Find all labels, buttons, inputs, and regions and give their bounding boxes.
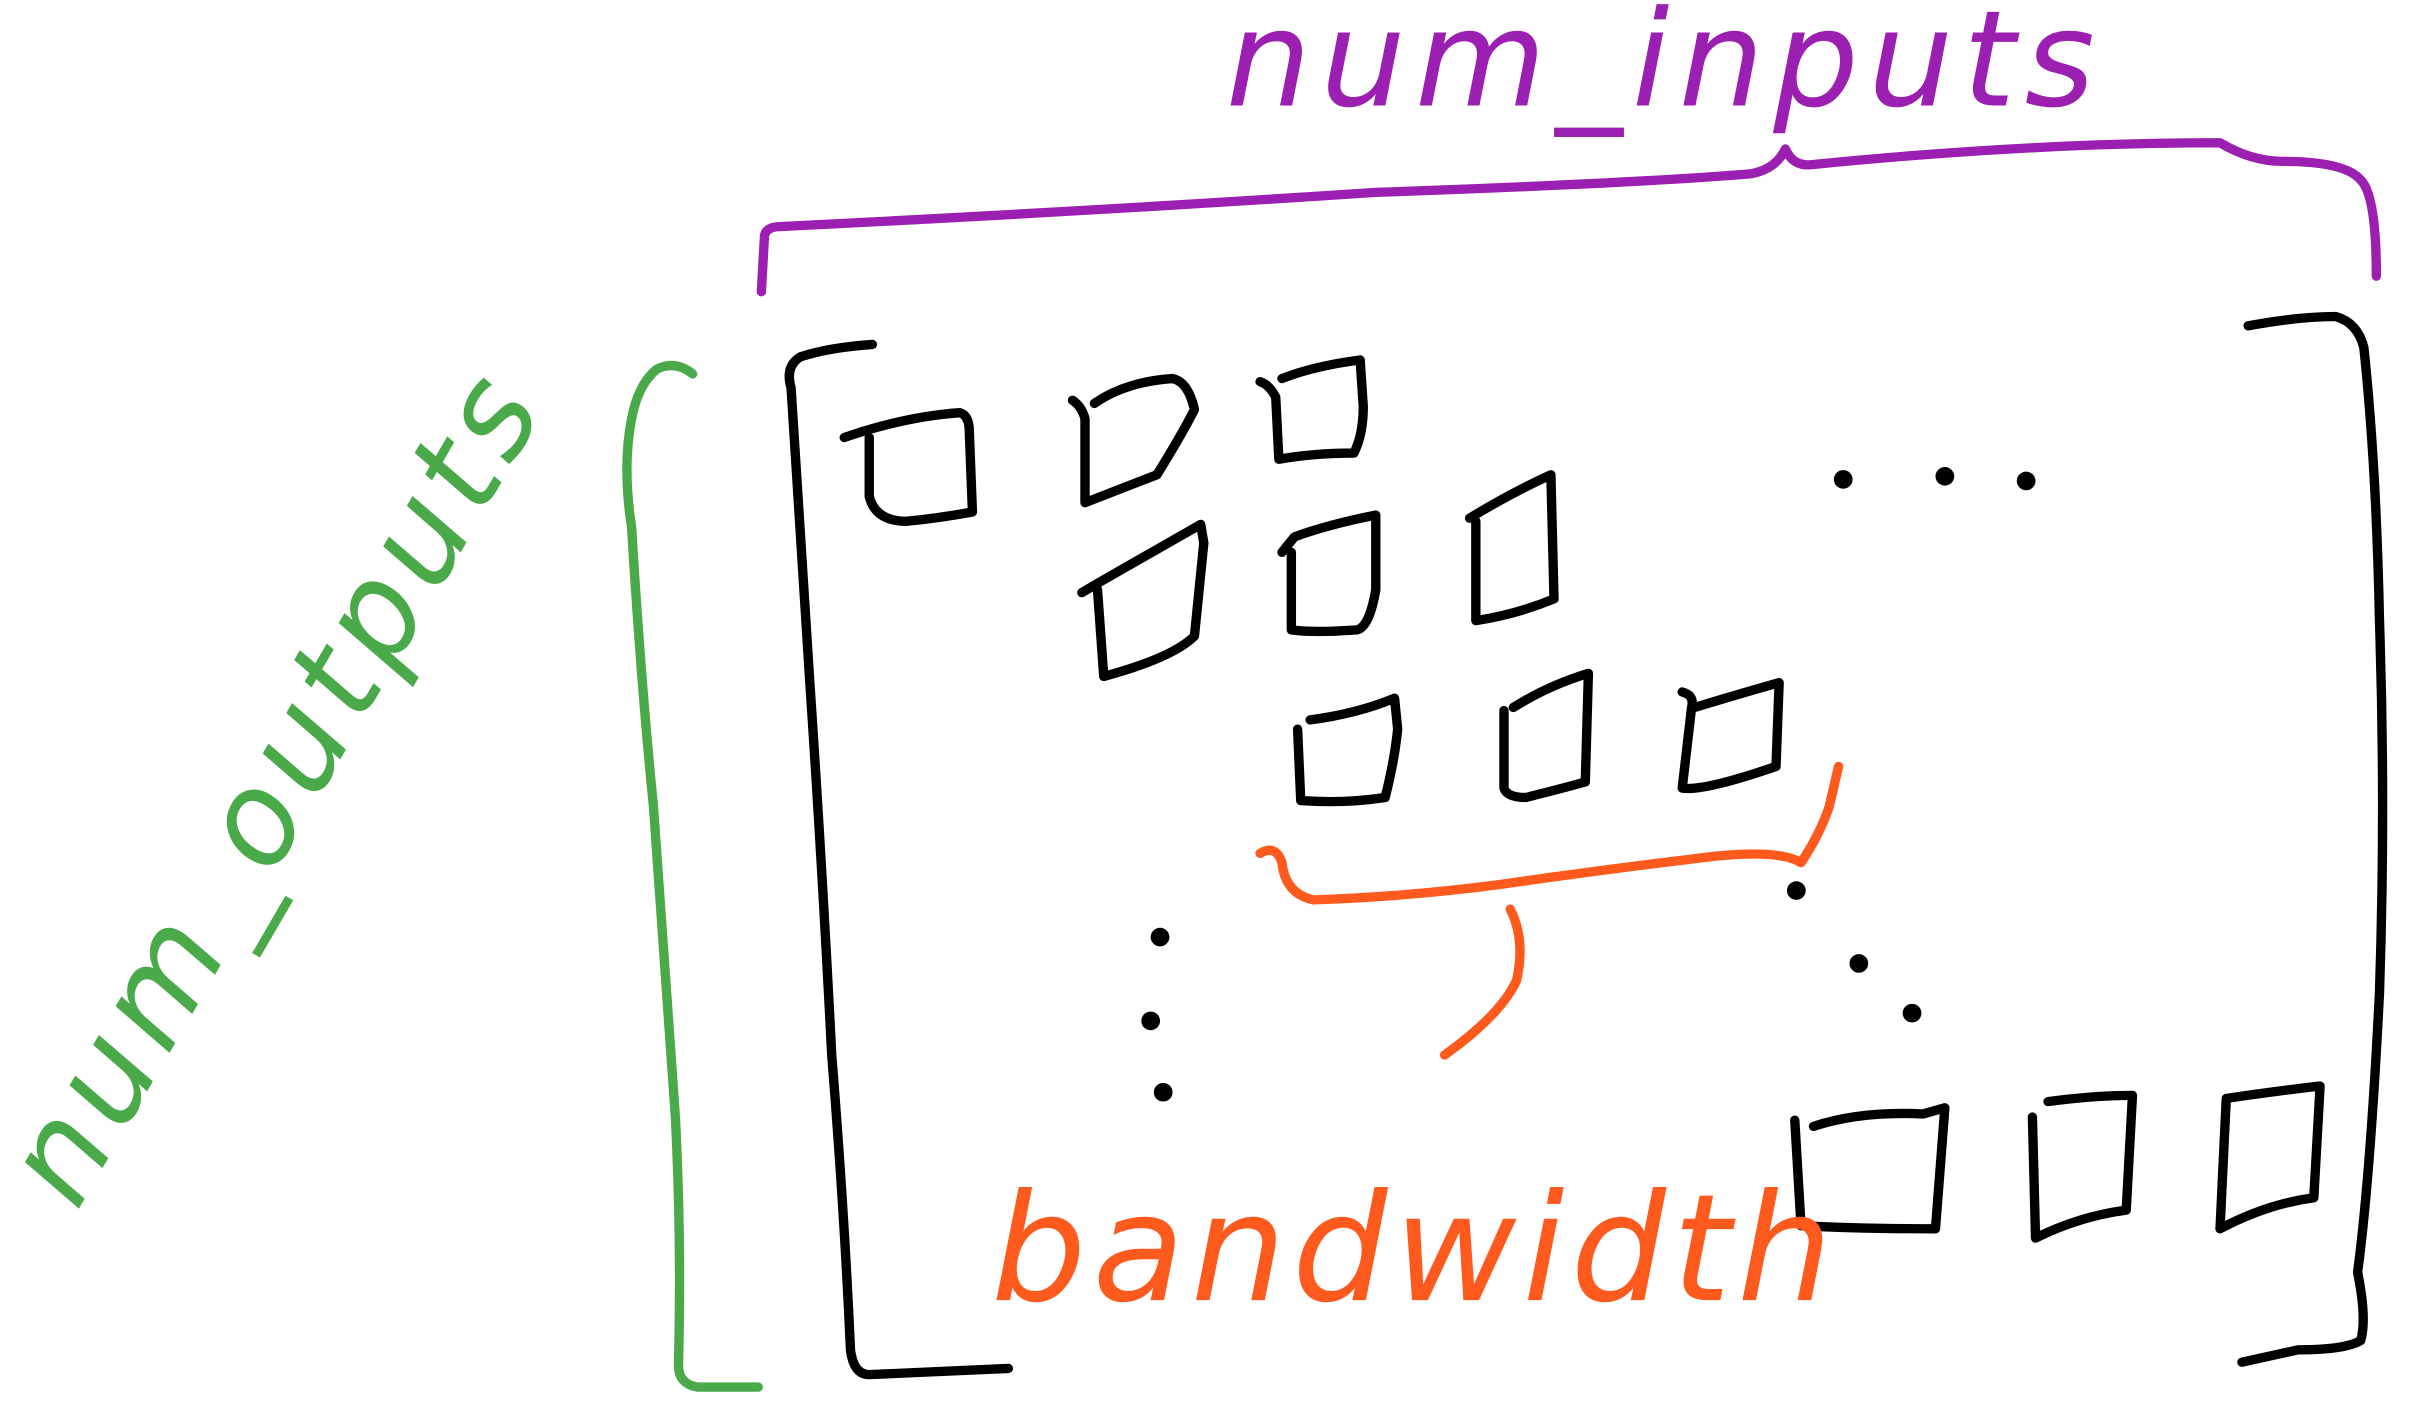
bandwidth-brace xyxy=(1255,761,1844,905)
bandwidth-label: bandwidth xyxy=(991,1163,1839,1336)
matrix-cell xyxy=(1464,470,1559,626)
diagonal-ellipsis xyxy=(1786,881,1922,1023)
matrix-cell xyxy=(1067,373,1200,508)
matrix-right-bracket xyxy=(2237,311,2388,1367)
matrix-cell xyxy=(1499,668,1594,803)
vertical-ellipsis xyxy=(1141,927,1173,1102)
bandwidth-annotation: bandwidth xyxy=(991,761,1844,1336)
matrix-cell xyxy=(1077,519,1209,682)
num-outputs-annotation: num_outputs xyxy=(0,342,763,1392)
matrix-cell xyxy=(1677,678,1784,794)
num-outputs-label: num_outputs xyxy=(0,342,576,1228)
num-inputs-label: num_inputs xyxy=(1226,0,2104,137)
num-inputs-annotation: num_inputs xyxy=(756,0,2382,297)
horizontal-ellipsis xyxy=(1833,467,2036,491)
matrix-cell xyxy=(1277,510,1381,637)
matrix-cell xyxy=(839,408,978,526)
matrix-cell xyxy=(2027,1090,2138,1243)
matrix-cell xyxy=(1790,1103,1950,1234)
bandwidth-pointer xyxy=(1439,904,1525,1060)
matrix-left-bracket xyxy=(784,339,1014,1380)
matrix-cell xyxy=(2215,1081,2325,1234)
matrix-cell xyxy=(1292,693,1403,807)
matrix xyxy=(784,311,2388,1380)
num-inputs-brace xyxy=(756,138,2382,297)
num-outputs-brace xyxy=(622,360,763,1392)
matrix-cell xyxy=(1255,355,1368,464)
